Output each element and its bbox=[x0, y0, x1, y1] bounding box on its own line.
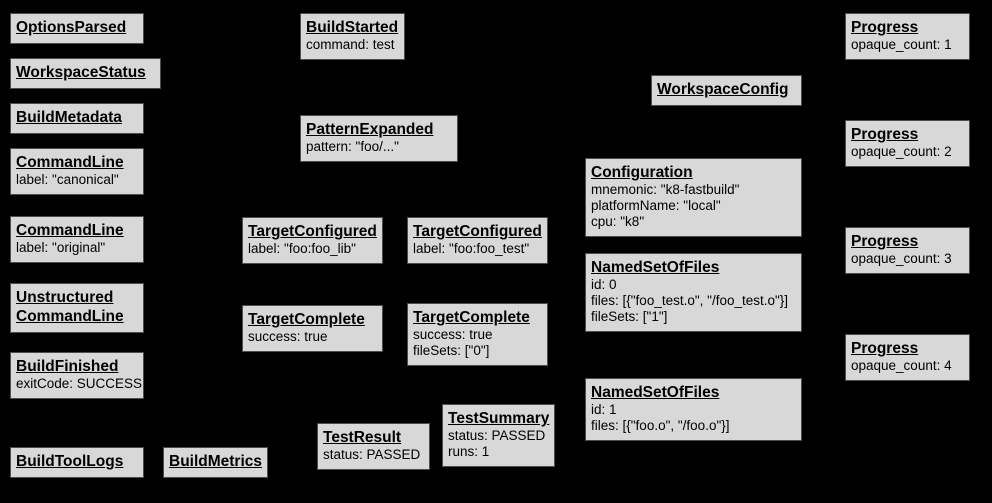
event-node-field: status: PASSED bbox=[448, 428, 546, 443]
event-node-command-line-original: CommandLine label: "original" bbox=[10, 216, 144, 263]
event-node-field: opaque_count: 4 bbox=[851, 358, 952, 373]
event-node-title: CommandLine bbox=[16, 154, 124, 171]
event-node-title: Configuration bbox=[591, 164, 693, 181]
event-node-title: TestResult bbox=[323, 429, 402, 446]
event-node-title: Progress bbox=[851, 19, 919, 36]
event-node-field: opaque_count: 1 bbox=[851, 37, 952, 52]
event-node-field: files: [{"foo_test.o", "/foo_test.o"}] bbox=[591, 293, 789, 308]
event-node-title: Unstructured CommandLine bbox=[16, 289, 124, 325]
event-node-build-started: BuildStarted command: test bbox=[300, 13, 405, 60]
event-node-field: runs: 1 bbox=[448, 444, 490, 459]
event-node-field: mnemonic: "k8-fastbuild" bbox=[591, 182, 740, 197]
event-node-field: fileSets: ["1"] bbox=[591, 309, 668, 324]
event-node-field: success: true bbox=[413, 327, 493, 342]
event-node-title: OptionsParsed bbox=[16, 19, 127, 36]
event-node-title: TargetConfigured bbox=[248, 223, 377, 240]
event-node-field: status: PASSED bbox=[323, 447, 421, 462]
event-node-title: PatternExpanded bbox=[306, 121, 434, 138]
event-node-target-configured-foo-lib: TargetConfigured label: "foo:foo_lib" bbox=[242, 217, 383, 264]
event-node-build-metadata: BuildMetadata bbox=[10, 103, 144, 134]
event-node-title: Progress bbox=[851, 126, 919, 143]
event-node-field: id: 0 bbox=[591, 277, 617, 292]
event-node-title: BuildMetrics bbox=[169, 453, 263, 470]
event-node-title: NamedSetOfFiles bbox=[591, 384, 720, 401]
event-node-title: BuildFinished bbox=[16, 358, 119, 375]
event-node-title: TargetComplete bbox=[248, 311, 365, 328]
event-node-field: opaque_count: 3 bbox=[851, 251, 952, 266]
event-node-field: exitCode: SUCCESS bbox=[16, 376, 143, 391]
event-node-progress-4: Progress opaque_count: 4 bbox=[845, 334, 970, 381]
event-node-field: label: "foo:foo_lib" bbox=[248, 241, 356, 256]
event-node-field: opaque_count: 2 bbox=[851, 144, 952, 159]
event-node-target-configured-foo-test: TargetConfigured label: "foo:foo_test" bbox=[407, 217, 548, 264]
event-node-title: Progress bbox=[851, 340, 919, 357]
event-node-field: label: "canonical" bbox=[16, 172, 119, 187]
event-node-field: id: 1 bbox=[591, 402, 617, 417]
event-node-title: CommandLine bbox=[16, 222, 124, 239]
event-node-field: files: [{"foo.o", "/foo.o"}] bbox=[591, 418, 730, 433]
event-node-progress-1: Progress opaque_count: 1 bbox=[845, 13, 970, 60]
event-node-title: TargetComplete bbox=[413, 309, 530, 326]
event-node-options-parsed: OptionsParsed bbox=[10, 13, 144, 44]
event-node-title: BuildStarted bbox=[306, 19, 399, 36]
event-node-unstructured-command-line: Unstructured CommandLine bbox=[10, 283, 144, 333]
event-node-field: command: test bbox=[306, 37, 395, 52]
event-node-title: TestSummary bbox=[448, 410, 550, 427]
event-node-workspace-config: WorkspaceConfig bbox=[651, 75, 802, 106]
event-node-field: label: "original" bbox=[16, 240, 106, 255]
event-node-target-complete-foo-lib: TargetComplete success: true bbox=[242, 305, 383, 352]
event-node-command-line-canonical: CommandLine label: "canonical" bbox=[10, 148, 144, 195]
event-node-field: pattern: "foo/..." bbox=[306, 139, 399, 154]
event-node-title: BuildMetadata bbox=[16, 109, 122, 126]
event-node-field: success: true bbox=[248, 329, 328, 344]
event-node-title: Progress bbox=[851, 233, 919, 250]
event-node-build-tool-logs: BuildToolLogs bbox=[10, 447, 144, 478]
event-node-progress-3: Progress opaque_count: 3 bbox=[845, 227, 970, 274]
event-node-field: fileSets: ["0"] bbox=[413, 343, 490, 358]
event-node-configuration: Configuration mnemonic: "k8-fastbuild"pl… bbox=[585, 158, 802, 237]
event-node-pattern-expanded: PatternExpanded pattern: "foo/..." bbox=[300, 115, 458, 162]
event-node-title: WorkspaceConfig bbox=[657, 81, 789, 98]
event-node-title: WorkspaceStatus bbox=[16, 64, 146, 81]
event-node-build-finished: BuildFinished exitCode: SUCCESS bbox=[10, 352, 144, 399]
event-node-field: label: "foo:foo_test" bbox=[413, 241, 530, 256]
event-node-title: BuildToolLogs bbox=[16, 453, 124, 470]
event-node-title: NamedSetOfFiles bbox=[591, 259, 720, 276]
event-node-build-metrics: BuildMetrics bbox=[163, 447, 268, 478]
event-node-test-result: TestResult status: PASSED bbox=[317, 423, 430, 470]
event-node-title: TargetConfigured bbox=[413, 223, 542, 240]
event-node-field: cpu: "k8" bbox=[591, 214, 645, 229]
event-node-workspace-status: WorkspaceStatus bbox=[10, 58, 161, 89]
event-node-progress-2: Progress opaque_count: 2 bbox=[845, 120, 970, 167]
event-node-field: platformName: "local" bbox=[591, 198, 721, 213]
